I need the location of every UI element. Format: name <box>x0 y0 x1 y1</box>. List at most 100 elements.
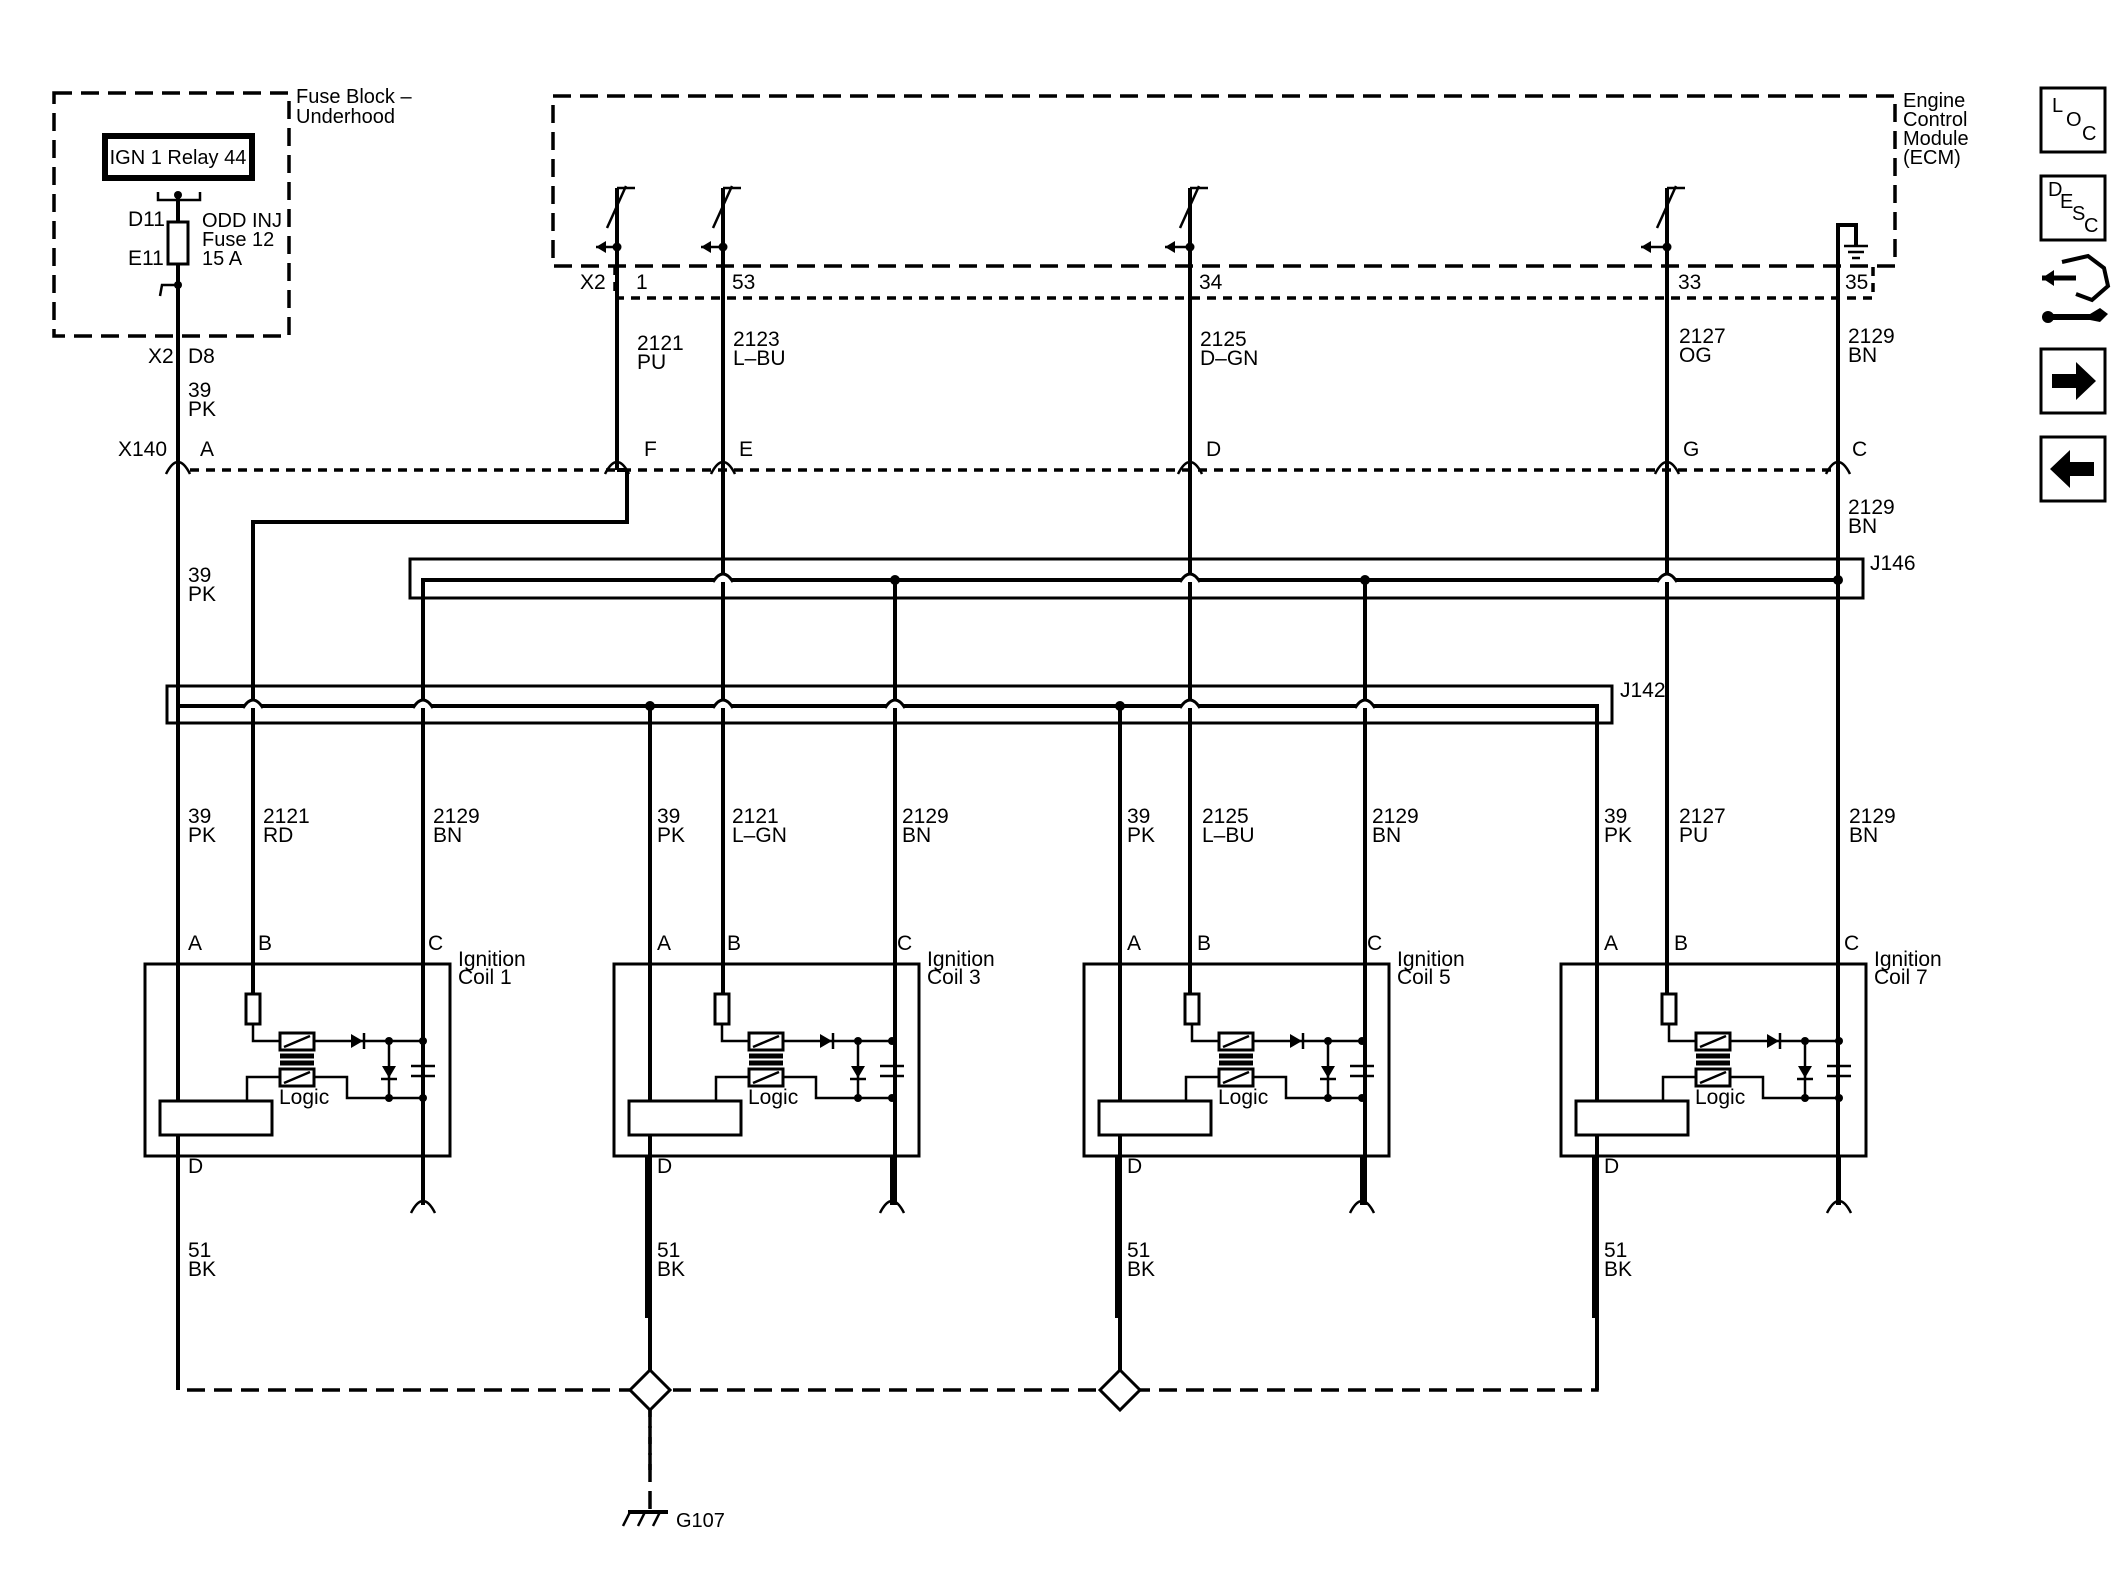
desc-s: S <box>2072 203 2085 225</box>
ecm-pin-1: 1 <box>636 271 648 294</box>
wire-label: D–GN <box>1200 347 1258 370</box>
fuse-conn-x2: X2 <box>148 345 174 368</box>
coil-name-1: Ignition <box>927 948 995 971</box>
wire-label: 51 <box>657 1239 680 1262</box>
wire-label: BK <box>1127 1258 1155 1281</box>
splice-j142: J142 <box>165 470 1666 1390</box>
wire-label: 2129 <box>1848 325 1895 348</box>
wire-label: 51 <box>1127 1239 1150 1262</box>
logic-module <box>1574 1099 1690 1137</box>
ecm-outline <box>551 94 1897 268</box>
wire-label: 2129 <box>1372 805 1419 828</box>
wire-label: 2125 <box>1200 328 1247 351</box>
wire-label: PK <box>188 824 216 847</box>
arrow-right-icon[interactable] <box>2039 347 2107 415</box>
wire-label: 39 <box>188 564 211 587</box>
coil-name-2: Coil 3 <box>927 966 981 989</box>
ecm-title-1: Engine <box>1903 90 1965 112</box>
fuse-label-1: ODD INJ <box>202 210 282 232</box>
wire-label: BN <box>1848 515 1877 538</box>
arrow-left-icon[interactable] <box>2039 435 2107 503</box>
wire-label: 51 <box>1604 1239 1627 1262</box>
top-wire-labels: 39 PK 2121 PU 2123 L–BU 2125 D–GN 2127 O… <box>188 325 1895 421</box>
coil-pin-c: C <box>1844 932 1859 955</box>
ecm-pin-53: 53 <box>732 271 755 294</box>
coil-name-1: Ignition <box>458 948 526 971</box>
coil-housing <box>1082 962 1391 1158</box>
fuse-label-2: Fuse 12 <box>202 229 274 251</box>
wire-label: PK <box>1127 824 1155 847</box>
desc-d: D <box>2048 179 2062 201</box>
x140-pin: E <box>739 438 753 461</box>
coil-pin-b: B <box>258 932 272 955</box>
wire-label: 2129 <box>902 805 949 828</box>
x140-pin: F <box>644 438 657 461</box>
wire-label: PU <box>1679 824 1708 847</box>
wire-label: PK <box>657 824 685 847</box>
wire-label: 2129 <box>1849 805 1896 828</box>
ecm-title-2: Control <box>1903 109 1967 131</box>
fuse-label-3: 15 A <box>202 248 243 270</box>
ecm-driver-1 <box>596 185 635 470</box>
ecm-driver-53 <box>701 185 741 470</box>
ground-symbol-icon <box>621 1510 668 1527</box>
logic-label: Logic <box>1218 1086 1268 1109</box>
connector-icon[interactable] <box>2042 253 2111 323</box>
wire-label: PU <box>637 351 666 374</box>
wire-label: BN <box>1849 824 1878 847</box>
wire-label: BK <box>188 1258 216 1281</box>
ecm-title-4: (ECM) <box>1903 147 1961 169</box>
wire-label: L–BU <box>1202 824 1255 847</box>
coil-name-2: Coil 5 <box>1397 966 1451 989</box>
pin-e11: E11 <box>128 247 164 270</box>
description-button[interactable]: D E S C <box>2039 174 2107 242</box>
wire-label: BN <box>1848 344 1877 367</box>
ecm-pin-33: 33 <box>1678 271 1701 294</box>
ecm-driver-34 <box>1165 185 1208 470</box>
logic-label: Logic <box>748 1086 798 1109</box>
wire-label: 2127 <box>1679 805 1726 828</box>
wire-label: 2129 <box>433 805 480 828</box>
fuse-block-title-2: Underhood <box>296 106 395 128</box>
coil-housing <box>612 962 921 1158</box>
wire-label: BN <box>1372 824 1401 847</box>
wire-label: L–GN <box>732 824 787 847</box>
ecm: Engine Control Module (ECM) X2 1 53 34 3… <box>551 90 1969 470</box>
wire-label: BK <box>1604 1258 1632 1281</box>
splice-diamond <box>1097 1367 1143 1413</box>
coil-pin-d: D <box>1604 1155 1619 1178</box>
wire-label: 2127 <box>1679 325 1726 348</box>
location-button[interactable]: L O C <box>2039 86 2107 154</box>
x140-pin: D <box>1206 438 1221 461</box>
fuse-block: Fuse Block – Underhood IGN 1 Relay 44 D1… <box>52 86 412 368</box>
coil-pin-b: B <box>727 932 741 955</box>
x140-pin: A <box>200 438 214 461</box>
coil-pin-b: B <box>1197 932 1211 955</box>
x140-label: X140 <box>118 438 167 461</box>
wire-label: 51 <box>188 1239 211 1262</box>
nav-buttons: L O C D E S C <box>2039 86 2111 503</box>
wire-label: 2123 <box>733 328 780 351</box>
coil-pin-c: C <box>1367 932 1382 955</box>
logic-module <box>1097 1099 1213 1137</box>
wire-label: 39 <box>188 379 211 402</box>
loc-c: C <box>2082 123 2096 145</box>
j146-label: J146 <box>1870 552 1916 575</box>
ecm-ground-35 <box>1836 223 1868 300</box>
coil-pin-d: D <box>657 1155 672 1178</box>
relay-label: IGN 1 Relay 44 <box>110 147 247 169</box>
wire-label: PK <box>188 583 216 606</box>
ground-network: G107 <box>176 1318 1599 1532</box>
logic-module <box>627 1099 743 1137</box>
coil-pin-d: D <box>1127 1155 1142 1178</box>
coil-pin-a: A <box>657 932 671 955</box>
coil-housing <box>1559 962 1868 1158</box>
pin-d11: D11 <box>128 208 165 231</box>
ecm-conn-x2: X2 <box>580 271 606 294</box>
wire-label: PK <box>188 398 216 421</box>
coil-name-1: Ignition <box>1874 948 1942 971</box>
ecm-driver-33 <box>1641 185 1685 470</box>
